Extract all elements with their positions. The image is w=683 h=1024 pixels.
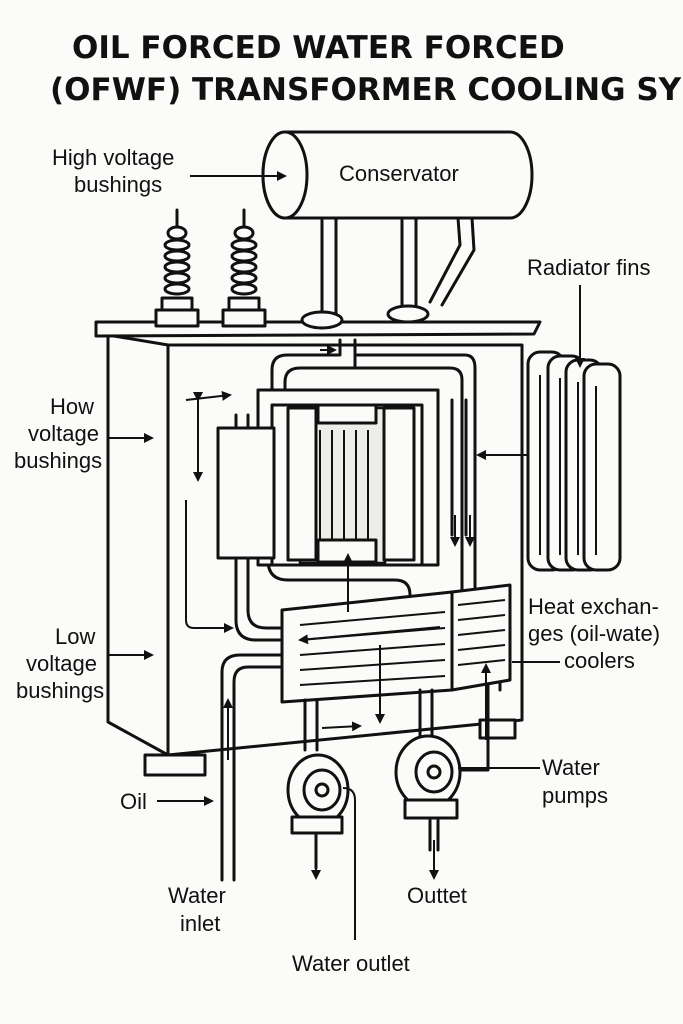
water-pump-1: [286, 753, 350, 870]
flow-arrows: [185, 345, 491, 880]
how-voltage-bushings-label-line-2: voltage: [28, 421, 99, 446]
oil-label: Oil: [120, 789, 147, 814]
heat-exchangers-label-line-3: coolers: [564, 648, 635, 673]
low-voltage-bushings-label-line-2: voltage: [26, 651, 97, 676]
how-voltage-bushings-label-line-1: How: [50, 394, 94, 419]
outlet-label: Outtet: [407, 883, 467, 908]
diagram-title-line-2: (OFWF) TRANSFORMER COOLING SYST: [50, 72, 683, 108]
low-voltage-bushings-label-line-3: bushings: [16, 678, 104, 703]
heat-exchangers-label-line-2: ges (oil-wate): [528, 621, 660, 646]
conservator-tank: [261, 130, 534, 330]
diagram-title-line-1: OIL FORCED WATER FORCED: [72, 30, 565, 66]
high-voltage-bushing-1: [154, 208, 200, 328]
oil-circulation-pipes: [234, 338, 502, 692]
high-voltage-bushings-label-line-1: High voltage: [52, 145, 174, 170]
low-voltage-bushings-label-line-1: Low: [55, 624, 95, 649]
labels: Conservator High voltage bushings Radiat…: [14, 145, 660, 976]
water-pipes: [220, 653, 490, 882]
conservator-label: Conservator: [339, 161, 459, 186]
label-leaders: [108, 171, 585, 940]
high-voltage-bushing-2: [221, 208, 267, 328]
heat-exchanger-cooler: [280, 583, 512, 704]
water-pump-2: [394, 734, 462, 852]
radiator-fins-label: Radiator fins: [527, 255, 651, 280]
how-voltage-bushings-label-line-3: bushings: [14, 448, 102, 473]
core-and-windings: [216, 388, 440, 567]
water-inlet-label-line-1: Water: [168, 883, 226, 908]
water-inlet-label-line-2: inlet: [180, 911, 220, 936]
radiator-fins: [526, 350, 622, 572]
heat-exchangers-label-line-1: Heat exchan-: [528, 594, 659, 619]
water-pumps-label-line-2: pumps: [542, 783, 608, 808]
water-pumps-label-line-1: Water: [542, 755, 600, 780]
high-voltage-bushings-label-line-2: bushings: [74, 172, 162, 197]
water-outlet-label: Water outlet: [292, 951, 410, 976]
